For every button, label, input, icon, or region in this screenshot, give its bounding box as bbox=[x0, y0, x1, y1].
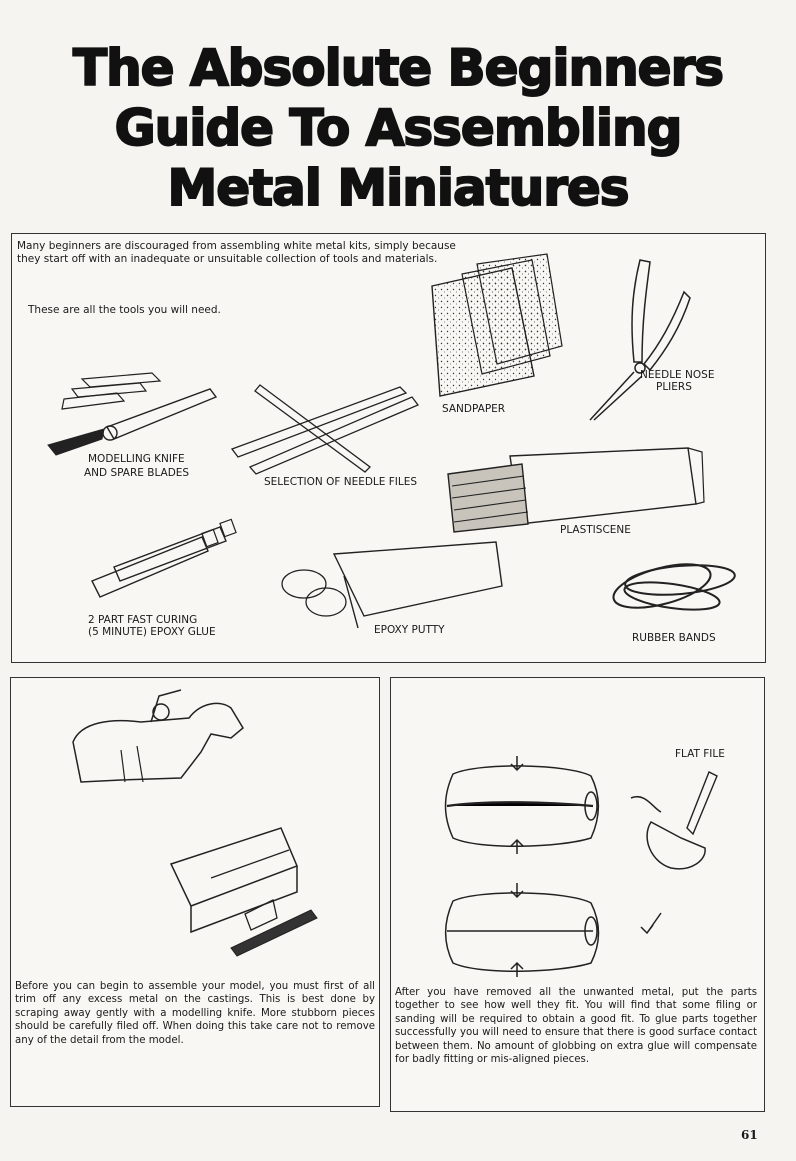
tools-intro: Many beginners are discouraged from asse… bbox=[17, 240, 456, 265]
knife-label-line-2: AND SPARE BLADES bbox=[84, 467, 190, 479]
plastiscene-label: PLASTISCENE bbox=[560, 524, 631, 536]
needle-files-label: SELECTION OF NEEDLE FILES bbox=[264, 476, 418, 488]
title-line-2: Guide To Assembling bbox=[114, 98, 684, 158]
joint-after-illustration bbox=[439, 883, 609, 978]
needle-nose-pliers-illustration bbox=[572, 252, 692, 422]
page-number: 61 bbox=[741, 1128, 758, 1142]
knife-label-line-1: MODELLING KNIFE bbox=[88, 453, 185, 465]
tools-panel: Many beginners are discouraged from asse… bbox=[11, 233, 766, 663]
pliers-label-line-1: NEEDLE NOSE bbox=[640, 369, 715, 381]
sandpaper-label: SANDPAPER bbox=[442, 403, 506, 415]
title-line-1: The Absolute Beginners bbox=[72, 38, 725, 98]
trim-panel: Before you can begin to assemble your mo… bbox=[10, 677, 380, 1107]
epoxy-putty-label: EPOXY PUTTY bbox=[374, 624, 445, 636]
horse-miniature-illustration bbox=[61, 682, 251, 792]
flat-file-label: FLAT FILE bbox=[675, 748, 725, 760]
modelling-knife-illustration bbox=[42, 369, 222, 459]
title-line-3: Metal Miniatures bbox=[166, 158, 630, 218]
file-on-casting-illustration bbox=[161, 818, 361, 968]
fit-caption: After you have removed all the unwanted … bbox=[395, 987, 757, 1066]
page-title: The Absolute Beginners Guide To Assembli… bbox=[0, 38, 796, 218]
pliers-label-line-2: PLIERS bbox=[656, 381, 692, 393]
rubber-bands-illustration bbox=[602, 546, 752, 621]
joint-before-illustration bbox=[439, 756, 609, 856]
trim-caption: Before you can begin to assemble your mo… bbox=[15, 981, 375, 1046]
plastiscene-illustration bbox=[440, 444, 705, 539]
glue-label-line-2: (5 MINUTE) EPOXY GLUE bbox=[88, 626, 216, 638]
fit-panel: FLAT FILE After you have removed all the… bbox=[390, 677, 765, 1112]
epoxy-glue-illustration bbox=[84, 519, 244, 599]
rubber-bands-label: RUBBER BANDS bbox=[632, 632, 716, 644]
epoxy-putty-illustration bbox=[274, 536, 504, 631]
sandpaper-illustration bbox=[422, 246, 582, 411]
flat-file-illustration bbox=[621, 768, 731, 878]
glue-label-line-1: 2 PART FAST CURING bbox=[88, 614, 198, 626]
needle-files-illustration bbox=[220, 379, 420, 474]
tools-intro-2: These are all the tools you will need. bbox=[28, 304, 221, 316]
